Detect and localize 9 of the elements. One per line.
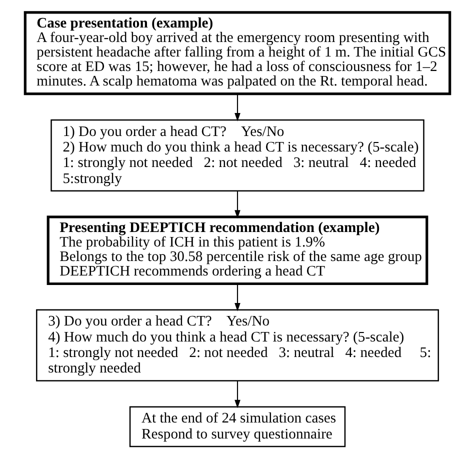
node-box: 1) Do you order a head CT? Yes/No 2) How much do you think a head CT is necessary? (5-scale) 1: strongly not needed 2: not needed 3: neutral 4: needed 5:strongly [50,119,424,192]
arrow [234,380,240,408]
node-box: At the end of 24 simulation cases Respond to survey questionnaire [128,406,346,448]
arrow [234,191,240,218]
arrow [234,94,240,122]
node-box: Presenting DEEPTICH recommendation (example) The probability of ICH in this patient is 1.9% Belongs to the top 30.58 percentile risk of the same age group DEEPTICH recommends ordering a head CT [46,216,428,286]
node-box: Case presentation (example) A four-year-old boy arrived at the emergency room presenting with persistent headache after falling from a height of 1 m. The initial GCS score at ED was 15; however, he had a loss of consciousness for 1–2 minutes. A scalp hematoma was palpated on the Rt. temporal head. [23,11,451,96]
node-box: 3) Do you order a head CT? Yes/No 4) How much do you think a head CT is necessary? (5-scale) 1: strongly not needed 2: not needed 3: neutral 4: needed 5: strongly needed [36,309,438,382]
arrow [234,284,240,312]
